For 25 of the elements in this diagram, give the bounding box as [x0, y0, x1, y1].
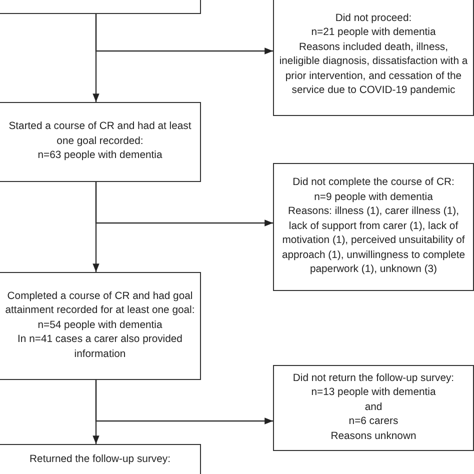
box-text: Reasons included death, illness, ineligible diagnosis, dissatisfaction with a prior intervention, and cessation of the service due to COVID-19 pandemic: [278, 40, 469, 98]
box-text: Started a course of CR and had at least one goal recorded:: [8, 120, 192, 149]
process-box: [0, 102, 201, 182]
box-text: n=9 people with dementia: [314, 190, 433, 205]
arrow: [92, 182, 100, 272]
box-text: Returned the follow-up survey:: [30, 453, 170, 467]
box-text: n=21 people with dementia: [311, 26, 436, 40]
box-text: In n=41 cases a carer also provided information: [16, 333, 184, 362]
box-text: Did not complete the course of CR:: [292, 176, 454, 190]
box-text: Did not proceed:: [335, 12, 412, 26]
box-text: n=13 people with dementia: [311, 386, 436, 400]
box-text: Did not return the follow-up survey:: [292, 372, 454, 386]
process-box: [0, 272, 201, 380]
box-text: n=54 people with dementia: [38, 318, 162, 333]
box-text: Reasons unknown: [330, 430, 416, 444]
box-text: and: [364, 400, 382, 415]
arrow: [92, 14, 100, 102]
box-text: n=63 people with dementia: [38, 149, 162, 164]
box-text: Reasons: illness (1), carer illness (1), lack of support from carer (1), lack of motivation (1), perceived unsuitability of approach (1), unwillingness to complete paperwork (1), unknown (3): [280, 205, 466, 278]
process-box: [273, 365, 474, 451]
arrow: [92, 380, 100, 444]
process-box: [273, 163, 474, 291]
process-box: [273, 0, 474, 116]
box-text: n=6 carers: [348, 415, 398, 430]
box-text: Completed a course of CR and had goal attainment recorded for at least one goal:: [4, 290, 196, 318]
